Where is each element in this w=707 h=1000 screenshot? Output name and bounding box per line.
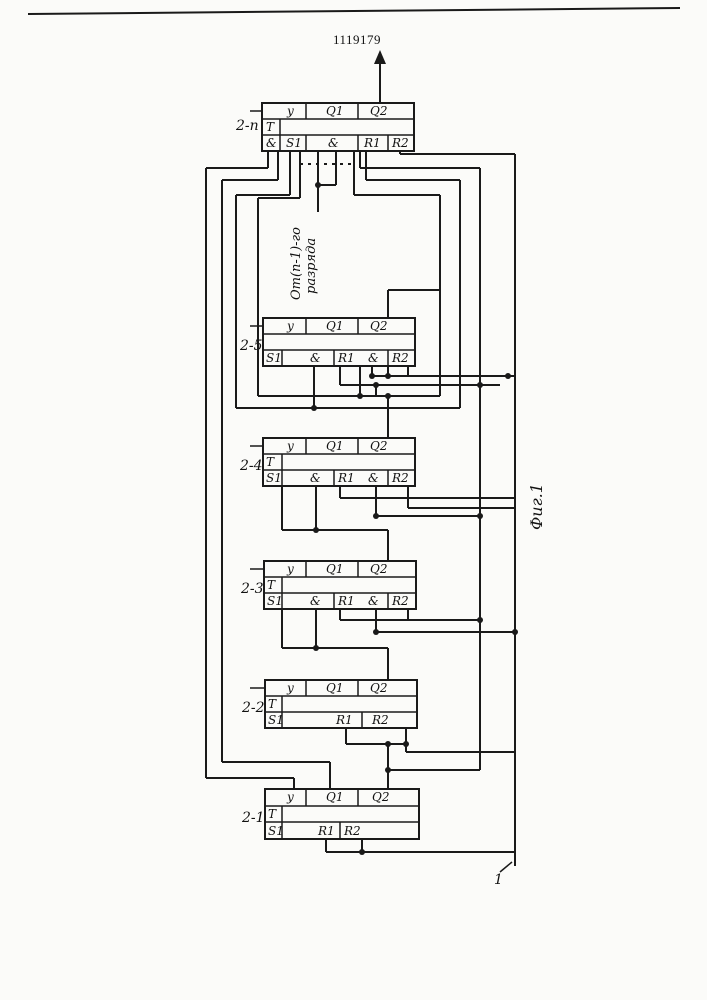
- page-top-rule: [28, 8, 680, 14]
- 22-q1: Q1: [326, 681, 343, 695]
- 25-q2: Q2: [370, 319, 387, 333]
- 25-and1: &: [310, 351, 321, 365]
- 23-t: T: [267, 578, 276, 592]
- input-label-1: 1: [494, 872, 503, 888]
- patent-number: 1119179: [333, 32, 381, 47]
- 25-r1: R1: [337, 351, 355, 365]
- 24-and1: &: [310, 471, 321, 485]
- block-label-2-n: 2-n: [235, 118, 259, 134]
- 22-s1: S1: [268, 713, 284, 727]
- note-from-previous-bit: От(n-1)-го разряда: [289, 227, 319, 300]
- 25-r2: R2: [391, 351, 409, 365]
- note-line-1: От(n-1)-го: [289, 227, 304, 300]
- 21-s1: S1: [268, 824, 284, 838]
- 2n-t: T: [266, 120, 275, 134]
- 24-and2: &: [368, 471, 379, 485]
- 21-r2: R2: [343, 824, 361, 838]
- wiring: [206, 151, 518, 866]
- 24-r1: R1: [337, 471, 355, 485]
- 22-r2: R2: [371, 713, 389, 727]
- 24-q1: Q1: [326, 439, 343, 453]
- 23-and1: &: [310, 594, 321, 608]
- 24-s1: S1: [266, 471, 282, 485]
- 21-r1: R1: [317, 824, 335, 838]
- block-label-2-3: 2-3: [240, 581, 264, 597]
- 21-q1: Q1: [326, 790, 343, 804]
- 24-r2: R2: [391, 471, 409, 485]
- 23-r2: R2: [391, 594, 409, 608]
- 25-and2: &: [368, 351, 379, 365]
- 23-q1: Q1: [326, 562, 343, 576]
- note-line-2: разряда: [304, 238, 319, 294]
- 2n-q1: Q1: [326, 104, 343, 118]
- 22-r1: R1: [335, 713, 353, 727]
- 22-y: y: [286, 681, 294, 695]
- block-2-4: y Q1 Q2 T S1 & R1 & R2 2-4: [239, 438, 415, 486]
- block-2-2: y Q1 Q2 T S1 R1 R2 2-2: [241, 680, 417, 728]
- 23-y: y: [286, 562, 294, 576]
- block-label-2-1: 2-1: [241, 810, 265, 826]
- 23-and2: &: [368, 594, 379, 608]
- figure-caption-text: Фиг.1: [527, 483, 546, 530]
- 21-y: y: [286, 790, 294, 804]
- 21-q2: Q2: [372, 790, 389, 804]
- 23-r1: R1: [337, 594, 355, 608]
- 21-t: T: [268, 807, 277, 821]
- block-label-2-2: 2-2: [241, 700, 265, 716]
- 2n-q2: Q2: [370, 104, 387, 118]
- 2n-and1: &: [266, 136, 277, 150]
- 22-t: T: [268, 697, 277, 711]
- 25-s1: S1: [266, 351, 282, 365]
- 2n-and2: &: [328, 136, 339, 150]
- 24-y: y: [286, 439, 294, 453]
- 2n-s1: S1: [286, 136, 302, 150]
- 22-q2: Q2: [370, 681, 387, 695]
- 24-q2: Q2: [370, 439, 387, 453]
- output-arrow-head: [374, 50, 386, 64]
- block-2-5: y Q1 Q2 S1 & R1 & R2 2-5: [239, 318, 415, 366]
- block-label-2-4: 2-4: [239, 458, 263, 474]
- 2n-r2: R2: [391, 136, 409, 150]
- block-2-n: y Q1 Q2 T & S1 & R1 R2 2-n: [235, 103, 414, 151]
- block-2-3: y Q1 Q2 T S1 & R1 & R2 2-3: [240, 561, 416, 609]
- 25-y: y: [286, 319, 294, 333]
- 23-s1: S1: [267, 594, 283, 608]
- block-2-1: y Q1 Q2 T S1 R1 R2 2-1: [241, 789, 419, 839]
- 2n-y: y: [286, 104, 294, 118]
- figure-caption: Фиг.1: [527, 483, 546, 530]
- 23-q2: Q2: [370, 562, 387, 576]
- 25-q1: Q1: [326, 319, 343, 333]
- 2n-r1: R1: [363, 136, 381, 150]
- block-label-2-5: 2-5: [239, 338, 263, 354]
- 24-t: T: [266, 455, 275, 469]
